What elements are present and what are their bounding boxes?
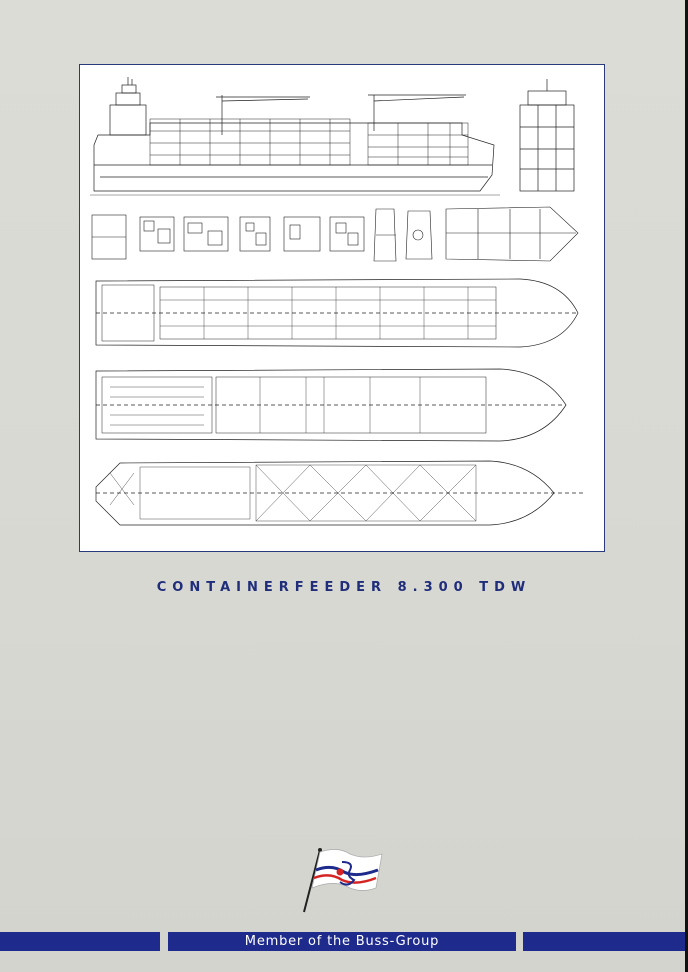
tank-top-plan — [95, 368, 567, 442]
footer-bar-center — [168, 932, 516, 951]
buss-group-flag-logo — [298, 844, 388, 916]
main-deck-plan — [95, 278, 579, 348]
deck-details — [91, 206, 579, 262]
footer-bar-right — [523, 932, 685, 951]
double-bottom-plan — [95, 460, 586, 526]
footer-bar-left — [0, 932, 160, 951]
profile-view — [90, 77, 575, 196]
footer-membership-text: Member of the Buss-Group — [244, 934, 440, 949]
vessel-caption: CONTAINERFEEDER 8.300 TDW — [156, 580, 532, 595]
page-edge — [685, 0, 688, 972]
ship-general-arrangement-plan — [79, 64, 605, 552]
